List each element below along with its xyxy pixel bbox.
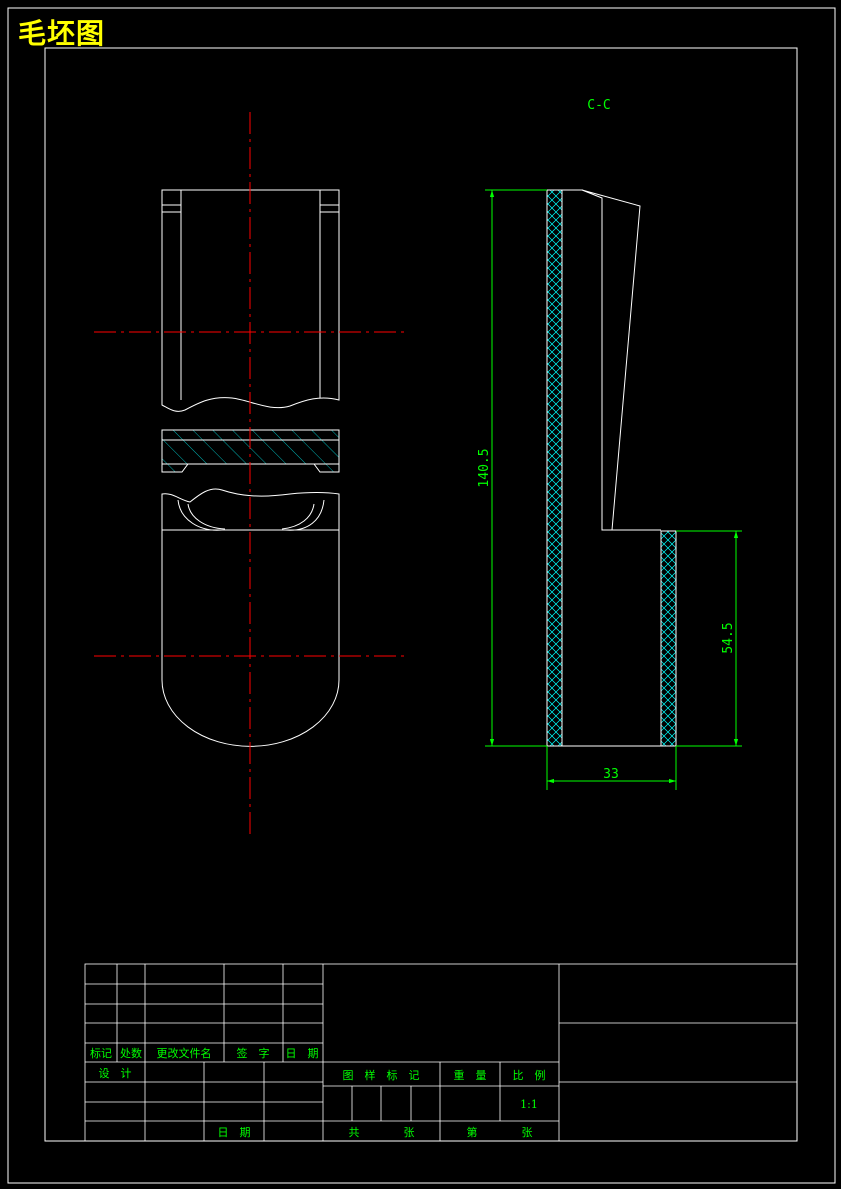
tb-drawing-mark: 图 样 标 记 [343, 1068, 420, 1082]
section-view [546, 189, 677, 747]
section-label: C-C [587, 98, 610, 113]
tb-header-date: 日 期 [286, 1047, 319, 1060]
tb-header-file: 更改文件名 [157, 1046, 212, 1060]
tb-header-sign: 签 字 [237, 1046, 270, 1060]
tb-header-count: 处数 [120, 1047, 142, 1060]
tb-scale-value: 1:1 [520, 1098, 538, 1111]
inner-frame [44, 47, 798, 1142]
dimensions [485, 189, 742, 790]
center-lines [94, 112, 408, 836]
dim-height-lower: 54.5 [721, 622, 736, 653]
tb-date: 日 期 [218, 1126, 251, 1139]
tb-total: 共 [349, 1126, 360, 1139]
tb-sheets-a: 张 [404, 1126, 415, 1139]
tb-design: 设 计 [99, 1067, 132, 1080]
dim-height-total: 140.5 [477, 448, 492, 487]
left-view [161, 189, 340, 747]
tb-weight: 重 量 [454, 1068, 487, 1082]
tb-scale-label: 比 例 [513, 1068, 546, 1082]
tb-header-mark: 标记 [90, 1046, 112, 1060]
drawing-title: 毛坯图 [18, 17, 106, 50]
dim-width: 33 [603, 767, 619, 782]
tb-sheet-no: 第 [467, 1125, 478, 1139]
tb-sheets-b: 张 [522, 1126, 533, 1139]
outer-frame [7, 7, 836, 1184]
title-block [84, 963, 798, 1142]
